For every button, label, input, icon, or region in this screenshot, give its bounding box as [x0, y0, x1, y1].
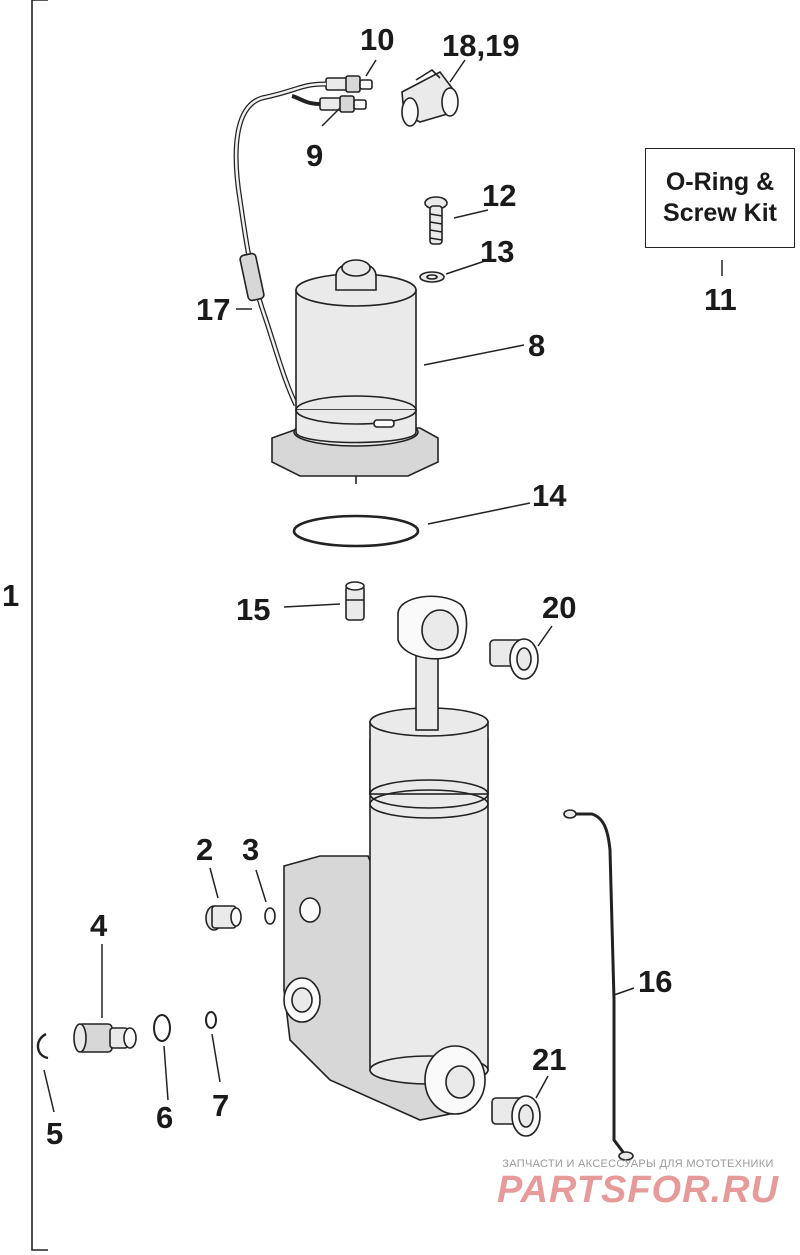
washer [419, 271, 445, 283]
assembly-bracket [31, 0, 48, 1251]
callout-2: 2 [196, 832, 214, 867]
wire-terminal-10 [325, 75, 373, 93]
valve-o-ring-small [205, 1011, 217, 1029]
callout-13: 13 [480, 234, 515, 269]
callout-5: 5 [46, 1116, 64, 1151]
callout-21: 21 [532, 1042, 567, 1077]
watermark-tagline: ЗАПЧАСТИ И АКСЕССУАРЫ ДЛЯ МОТОТЕХНИКИ [502, 1158, 774, 1170]
wire-clip [401, 68, 459, 127]
valve-o-ring-large [153, 1014, 171, 1042]
callout-20: 20 [542, 590, 577, 625]
watermark-brand: PARTSFOR.RU [497, 1169, 779, 1211]
callout-10: 10 [360, 22, 395, 57]
kit-box-line-1: O-Ring & [665, 167, 775, 196]
callout-17: 17 [196, 292, 231, 327]
plug [205, 905, 242, 931]
callout-8: 8 [528, 328, 546, 363]
callout-leaders [43, 59, 723, 1113]
callout-1: 1 [2, 578, 20, 613]
callout-4: 4 [90, 908, 108, 943]
callout-18-19: 18,19 [442, 28, 520, 63]
callout-15: 15 [236, 592, 271, 627]
watermark: ЗАПЧАСТИ И АКСЕССУАРЫ ДЛЯ МОТОТЕХНИКИ PA… [488, 1158, 788, 1212]
callout-16: 16 [638, 964, 673, 999]
filter [345, 581, 365, 621]
o-ring [292, 514, 420, 548]
callout-3: 3 [242, 832, 260, 867]
trim-cylinder-housing [283, 595, 489, 1121]
pump-motor [271, 259, 439, 484]
ground-strap [563, 809, 634, 1161]
callout-9: 9 [306, 138, 324, 173]
callout-14: 14 [532, 478, 567, 513]
callout-6: 6 [156, 1100, 174, 1135]
callout-11: 11 [704, 282, 737, 317]
plug-o-ring [264, 907, 276, 925]
bushing-20 [489, 638, 539, 680]
wire-terminal-9 [319, 95, 367, 113]
motor-wiring-harness [233, 81, 327, 407]
kit-box-line-2: Screw Kit [663, 199, 777, 227]
retaining-ring [36, 1032, 49, 1060]
callout-12: 12 [482, 178, 517, 213]
o-ring-screw-kit-box: O-Ring & Screw Kit [645, 148, 795, 248]
screw [424, 196, 448, 245]
callout-7: 7 [212, 1088, 230, 1123]
valve [73, 1023, 137, 1053]
bushing-21 [491, 1095, 541, 1137]
